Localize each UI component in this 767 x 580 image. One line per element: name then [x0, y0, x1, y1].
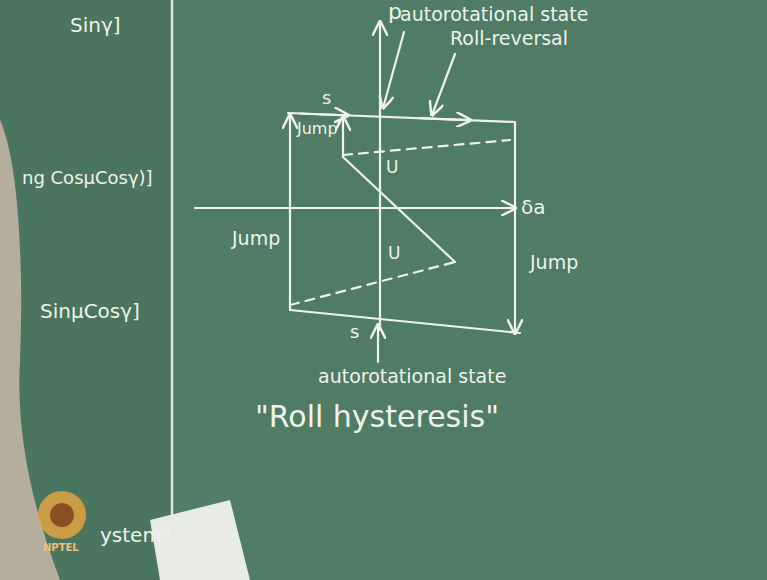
equation-fragment: ng CosμCosγ)]	[22, 168, 153, 188]
board-divider	[171, 0, 174, 580]
lower-stable-branch	[290, 310, 520, 333]
text-fragment: ystem"	[100, 524, 171, 546]
inner-jump	[342, 117, 344, 157]
unstable-branch	[343, 140, 510, 155]
state-note: Roll-reversal	[450, 28, 568, 49]
board-panel	[0, 0, 172, 580]
jump-label: Jump	[297, 120, 338, 138]
unstable-branch	[290, 262, 455, 305]
equation-fragment: SinμCosγ]	[40, 300, 140, 322]
leader-arrow	[383, 32, 404, 108]
left-jump	[289, 115, 291, 310]
branch-arrow	[420, 118, 470, 120]
branch-label: U	[388, 244, 400, 263]
jump-label: Jump	[232, 228, 280, 249]
branch-label: s	[350, 322, 359, 342]
branch-arrow	[300, 114, 348, 116]
leader-arrow	[432, 54, 455, 115]
diagram-title: "Roll hysteresis"	[255, 400, 499, 433]
da-axis	[195, 207, 515, 209]
leader-arrow	[377, 325, 379, 362]
state-note: autorotational state	[318, 366, 506, 387]
axis-label: δa	[521, 196, 546, 218]
state-note: autorotational state	[400, 4, 588, 25]
p-axis	[379, 22, 381, 330]
right-jump	[514, 122, 516, 333]
jump-label: Jump	[530, 252, 578, 273]
equation-fragment: Sinγ]	[70, 14, 121, 36]
roll-line	[343, 157, 455, 262]
axis-label: p	[388, 0, 402, 24]
nptel-logo	[38, 491, 86, 539]
branch-label: U	[386, 158, 398, 177]
logo-text: NPTEL	[43, 542, 79, 553]
branch-label: s	[322, 88, 331, 108]
